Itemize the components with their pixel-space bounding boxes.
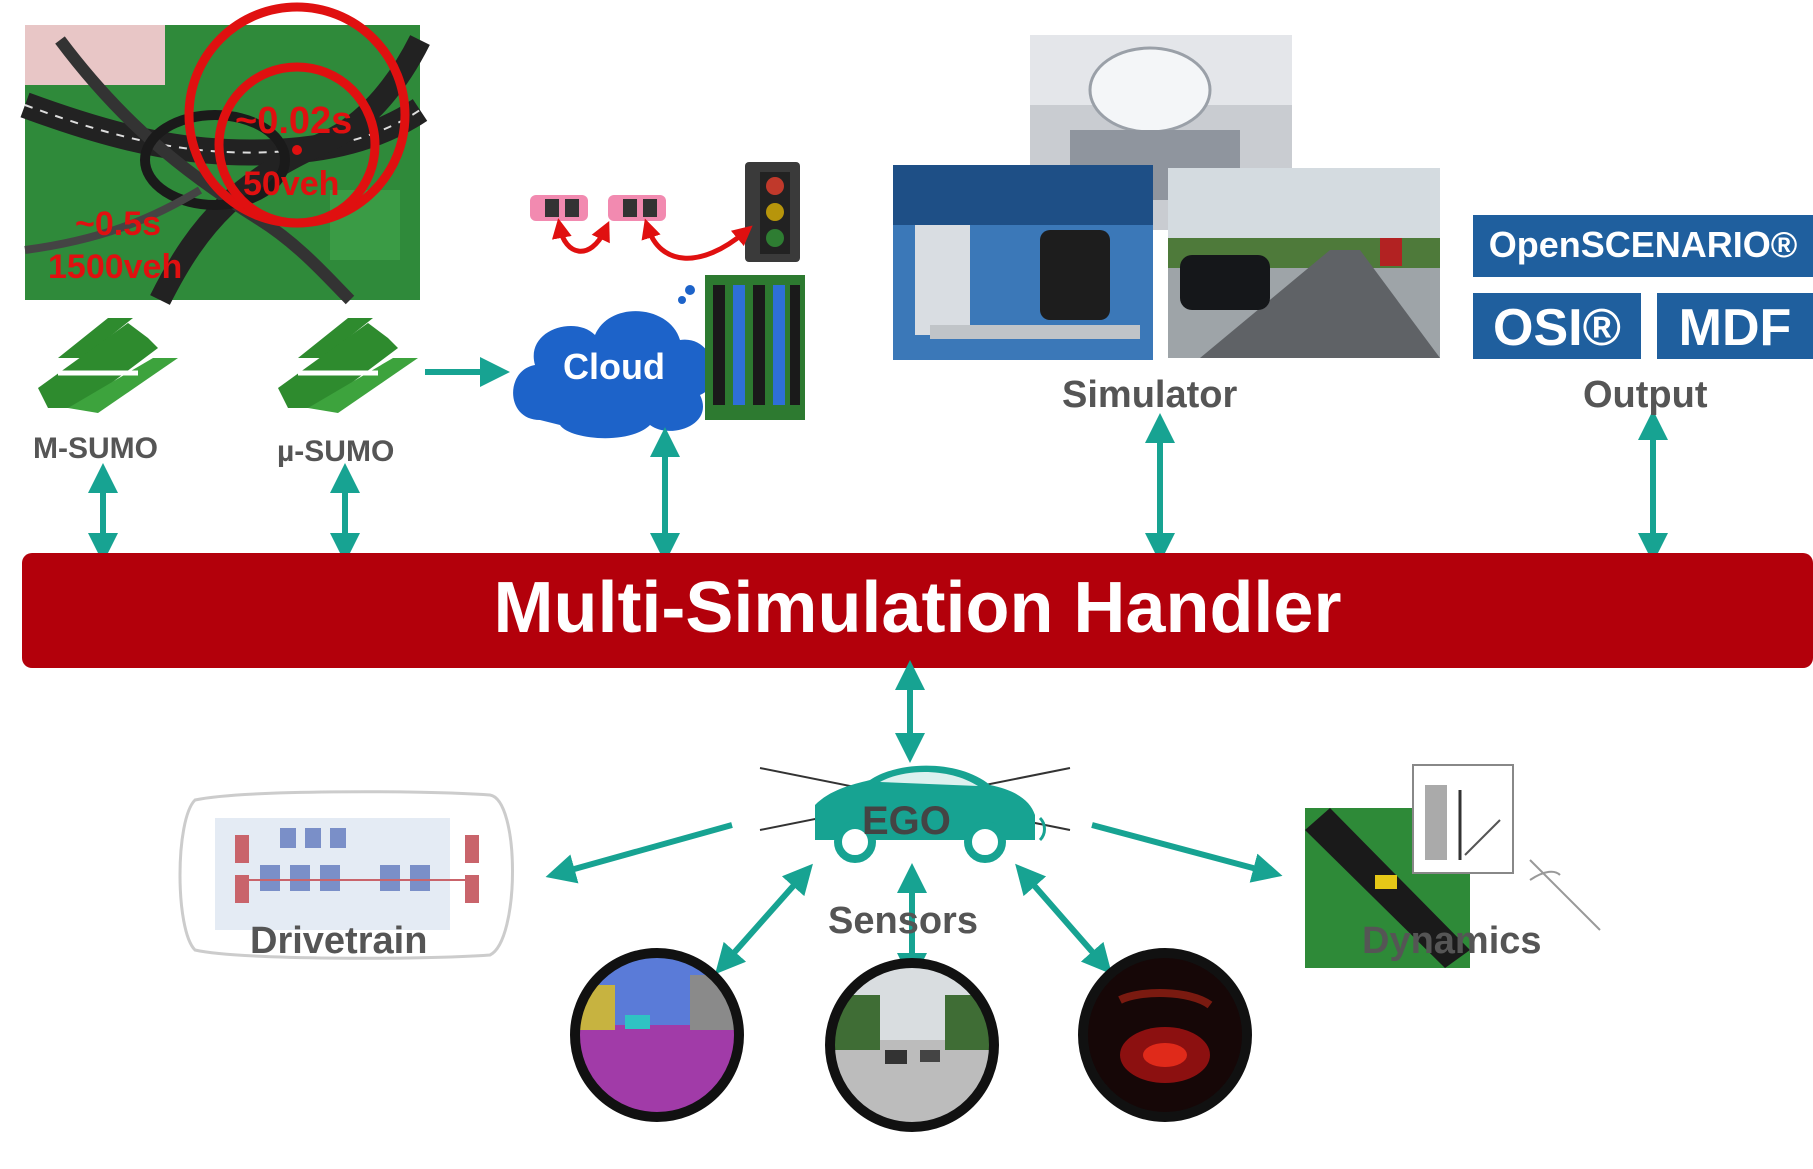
output-label: Output (1583, 374, 1708, 416)
m-sumo-label: M-SUMO (33, 432, 158, 465)
handler-title: Multi-Simulation Handler (493, 568, 1342, 648)
semantic-view-icon (570, 948, 744, 1122)
map-inner-count: 50veh (243, 165, 340, 203)
traffic-map (20, 2, 430, 305)
dynamics-label: Dynamics (1362, 920, 1542, 962)
openscenario-label: OpenSCENARIO® (1489, 224, 1798, 265)
dynamics-diagram (1305, 764, 1601, 968)
parking-map-icon (705, 275, 805, 420)
mu-sumo-logo-icon (278, 318, 418, 413)
camera-view-icon (825, 958, 999, 1132)
simulator-label: Simulator (1062, 374, 1238, 416)
mdf-logo: MDF (1657, 293, 1813, 359)
traffic-light-icon (745, 162, 800, 262)
drivetrain-diagram (178, 790, 514, 960)
sensors-label: Sensors (828, 900, 978, 942)
cloud-label: Cloud (563, 346, 665, 387)
osi-label: OSI® (1493, 299, 1621, 357)
map-inner-time: ~0.02s (235, 100, 353, 142)
mu-sumo-label: µ-SUMO (277, 435, 395, 468)
cloud-icon (513, 285, 714, 439)
car-icon (530, 195, 588, 221)
multi-simulation-handler-bar (22, 553, 1813, 668)
lidar-view-icon (1078, 948, 1252, 1122)
mdf-label: MDF (1679, 299, 1792, 357)
osi-logo: OSI® (1473, 293, 1641, 359)
map-outer-time: ~0.5s (75, 205, 162, 243)
car-icon (608, 195, 666, 221)
m-sumo-logo-icon (38, 318, 178, 413)
openscenario-logo: OpenSCENARIO® (1473, 215, 1813, 277)
map-outer-count: 1500veh (48, 248, 183, 286)
ego-label: EGO (862, 799, 951, 843)
drivetrain-label: Drivetrain (250, 920, 428, 962)
ego-car-icon (759, 765, 1071, 863)
simulator-photo (893, 35, 1440, 360)
